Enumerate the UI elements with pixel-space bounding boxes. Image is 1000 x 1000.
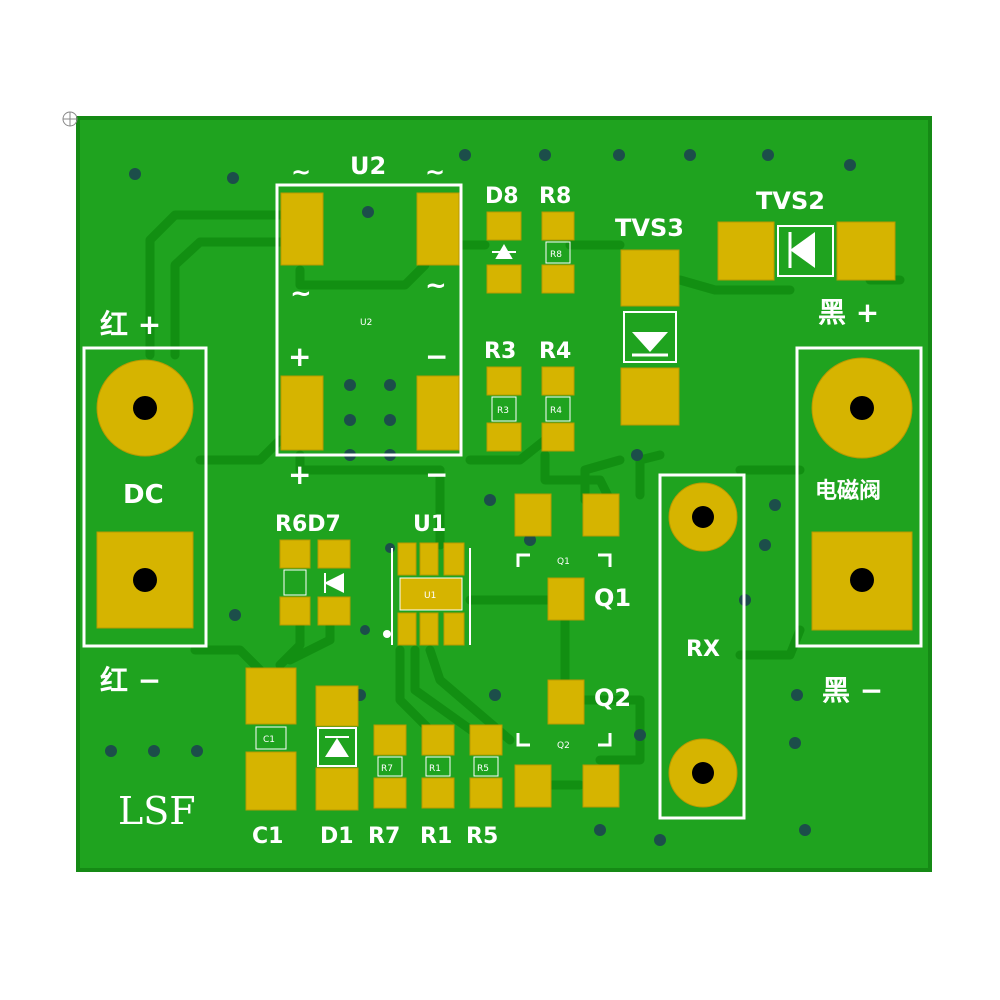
u2-pad-br — [416, 375, 460, 451]
label-ac-tl: ~ — [291, 158, 311, 186]
r5-footprint — [469, 724, 503, 809]
label-u2-minus-bottom: − — [425, 458, 448, 491]
label-q1-small: Q1 — [557, 557, 570, 567]
tvs2-footprint — [717, 221, 896, 281]
u1-footprint — [383, 542, 471, 646]
d8-footprint — [486, 211, 522, 294]
label-r3: R3 — [484, 339, 516, 364]
label-r8-small: R8 — [550, 250, 562, 260]
tvs3-footprint — [620, 249, 680, 426]
label-black-plus: 黑 + — [818, 296, 879, 329]
label-u2: U2 — [350, 152, 386, 180]
label-d8: D8 — [485, 184, 519, 209]
r7-footprint — [373, 724, 407, 809]
label-black-minus: 黑 − — [822, 674, 883, 707]
label-q2: Q2 — [594, 684, 631, 712]
valve-connector — [795, 346, 923, 648]
label-r3-small: R3 — [497, 406, 509, 416]
c1-footprint — [245, 667, 297, 811]
q2-footprint — [514, 679, 620, 808]
d1-footprint — [315, 685, 359, 811]
label-r4: R4 — [539, 339, 571, 364]
u2-pad-bl — [280, 375, 324, 451]
label-r5: R5 — [466, 824, 498, 849]
label-tvs2: TVS2 — [756, 187, 825, 215]
label-red-minus: 红 − — [100, 664, 161, 697]
dc-hole-square — [133, 568, 157, 592]
label-r5-small: R5 — [477, 764, 489, 774]
rx-hole-bottom — [692, 762, 714, 784]
r1-footprint — [421, 724, 455, 809]
label-r1-small: R1 — [429, 764, 441, 774]
registration-mark — [62, 111, 78, 127]
label-dc: DC — [123, 480, 164, 510]
label-logo: LSF — [118, 789, 196, 833]
label-rx: RX — [686, 637, 720, 662]
label-q2-small: Q2 — [557, 741, 570, 751]
label-ac-tr: ~ — [425, 158, 445, 186]
label-c1-small: C1 — [263, 735, 275, 745]
valve-hole-round — [850, 396, 874, 420]
label-red-plus: 红 + — [100, 308, 161, 341]
valve-hole-square — [850, 568, 874, 592]
d7-footprint — [317, 539, 351, 626]
dc-hole-round — [133, 396, 157, 420]
label-valve: 电磁阀 — [815, 478, 881, 504]
label-tvs3: TVS3 — [615, 214, 684, 242]
label-r7-small: R7 — [381, 764, 393, 774]
label-u1: U1 — [413, 512, 446, 537]
label-r8: R8 — [539, 184, 571, 209]
q1-footprint — [514, 493, 620, 621]
label-u2-minus-top: − — [425, 340, 448, 373]
label-d1: D1 — [320, 824, 354, 849]
label-r7: R7 — [368, 824, 400, 849]
r6-footprint — [279, 539, 311, 626]
u2-bridge — [275, 183, 463, 457]
u2-pad-tl — [280, 192, 324, 266]
label-r1: R1 — [420, 824, 452, 849]
label-u2-small: U2 — [360, 318, 372, 328]
label-r4-small: R4 — [550, 406, 562, 416]
dc-connector — [82, 346, 208, 648]
label-u1-small: U1 — [424, 591, 436, 601]
label-c1: C1 — [252, 824, 283, 849]
label-u2-plus-top: + — [288, 340, 311, 373]
rx-connector — [658, 473, 746, 820]
label-u2-plus-bottom: + — [288, 458, 311, 491]
label-ac-mr: ~ — [425, 271, 447, 301]
label-r6d7: R6D7 — [275, 512, 341, 537]
u2-pad-tr — [416, 192, 460, 266]
rx-hole-top — [692, 506, 714, 528]
r3-footprint — [486, 366, 522, 452]
r8-footprint — [541, 211, 575, 294]
r4-footprint — [541, 366, 575, 452]
label-q1: Q1 — [594, 584, 631, 612]
label-ac-ml: ~ — [290, 279, 312, 309]
silkscreen-labels: U2 U2 ~ ~ ~ ~ + − + − D8 R8 R8 TVS3 TVS2… — [100, 152, 883, 849]
vias — [105, 149, 856, 846]
